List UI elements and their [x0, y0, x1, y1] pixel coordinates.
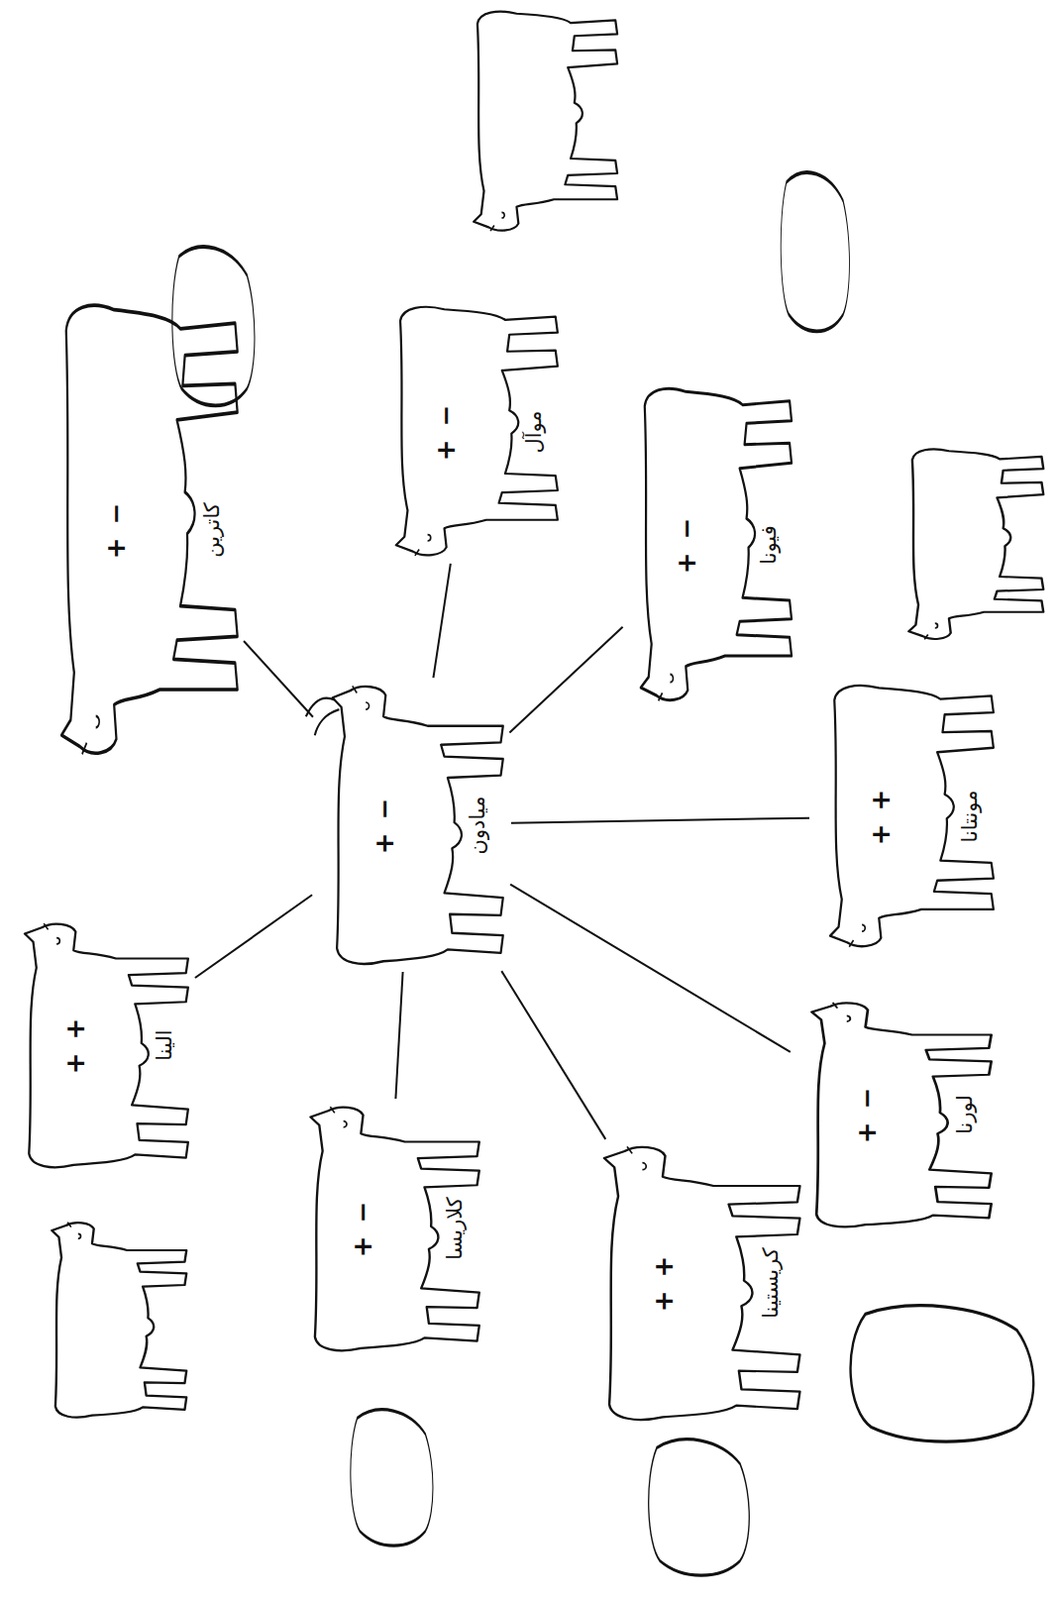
- cow-name: كريستينا: [760, 1245, 784, 1321]
- cow-name: كلاريسا: [443, 1194, 467, 1263]
- pedigree-line: [510, 884, 791, 1053]
- genotype-mark: + −: [672, 514, 702, 577]
- cow-name: الينا: [153, 1027, 177, 1062]
- cow-node: كريستينا + +: [586, 1144, 803, 1422]
- cow-name: فيونا: [758, 523, 782, 566]
- cow-figure: [811, 1002, 991, 1227]
- cow-figure: [310, 1106, 479, 1351]
- calf-figure: [473, 11, 618, 232]
- calf-figure: [908, 448, 1044, 639]
- cow-node: لورنا + −: [795, 1000, 994, 1229]
- pedigree-line: [195, 894, 313, 978]
- cow-figure: [396, 307, 558, 556]
- lying-calf: [648, 1439, 750, 1576]
- lying-calf: [350, 1409, 433, 1546]
- cow-node: كلاريسا + −: [295, 1104, 482, 1353]
- lying-calf: [850, 1305, 1035, 1442]
- genotype-mark: + −: [431, 400, 461, 463]
- cow-figure: [604, 1146, 800, 1420]
- cow-node: مونتانا + +: [815, 683, 996, 950]
- cow-figure: [306, 685, 504, 964]
- cow-name: كاترين: [201, 500, 224, 560]
- pedigree-line: [395, 971, 403, 1099]
- cow-name: ميادون: [467, 793, 491, 856]
- pedigree-line: [511, 818, 810, 824]
- cow-node: كاترين + −: [45, 302, 240, 758]
- genotype-mark: + −: [347, 1197, 377, 1261]
- cow-name: موآل: [523, 408, 546, 455]
- pedigree-line: [509, 627, 623, 734]
- cow-figure: [830, 685, 994, 948]
- cow-name: مونتانا: [958, 788, 982, 846]
- pedigree-line: [432, 563, 450, 678]
- cow-figure: [61, 305, 238, 754]
- cow-figure: [24, 923, 189, 1167]
- genotype-mark: + +: [865, 785, 895, 848]
- pedigree-line: [243, 640, 314, 718]
- cow-node: الينا + +: [9, 921, 191, 1169]
- genotype-mark: + +: [60, 1014, 90, 1077]
- lying-calf: [780, 172, 849, 331]
- lying-calf: [172, 246, 255, 406]
- pedigree-line: [501, 970, 606, 1140]
- cow-node: موآل + −: [381, 305, 560, 558]
- genotype-mark: + −: [101, 499, 130, 562]
- genotype-mark: + +: [649, 1252, 679, 1315]
- genotype-mark: + −: [370, 793, 400, 856]
- cow-figure: [640, 388, 792, 701]
- calf-figure: [51, 1222, 187, 1418]
- cow-node: فيونا + −: [627, 386, 794, 704]
- cow-name: لورنا: [953, 1092, 977, 1137]
- genotype-mark: + −: [852, 1083, 882, 1147]
- cow-node: ميادون + −: [317, 683, 506, 966]
